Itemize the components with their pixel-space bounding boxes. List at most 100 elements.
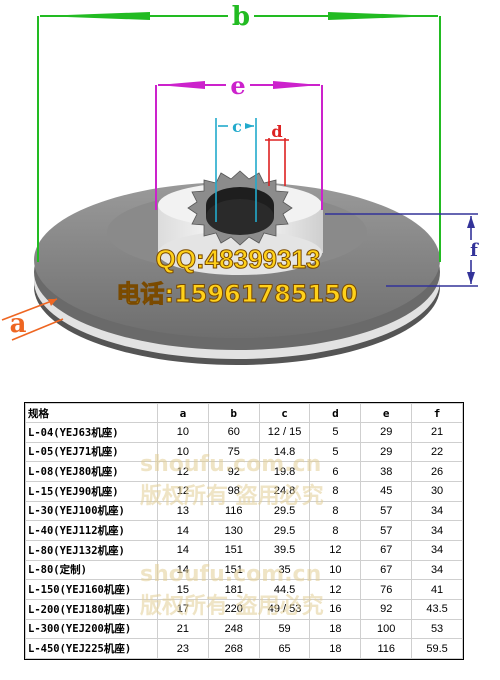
cell-model: L-40(YEJ112机座) xyxy=(25,520,158,541)
cell-a: 10 xyxy=(157,422,209,443)
cell-model: L-450(YEJ225机座) xyxy=(25,638,158,659)
cell-a: 12 xyxy=(157,480,209,502)
cell-a: 23 xyxy=(157,638,209,659)
dimension-a xyxy=(1,298,64,341)
splined-hub xyxy=(158,170,323,275)
cell-f: 30 xyxy=(411,480,463,502)
header-c: c xyxy=(258,403,311,423)
dimension-e-label: e xyxy=(230,71,245,100)
cell-d: 8 xyxy=(309,500,362,522)
cell-c: 49 / 53 xyxy=(258,598,311,620)
cell-e: 57 xyxy=(360,500,413,522)
cell-c: 35 xyxy=(258,559,311,581)
dimension-f-label: f xyxy=(470,240,479,261)
dimension-c xyxy=(215,118,257,222)
cell-a: 15 xyxy=(157,579,209,600)
cell-b: 116 xyxy=(207,500,260,522)
cell-a: 12 xyxy=(157,461,209,482)
cell-a: 13 xyxy=(157,500,209,522)
cell-a: 17 xyxy=(157,598,209,620)
cell-e: 29 xyxy=(360,422,413,443)
cell-d: 12 xyxy=(309,579,362,600)
cell-e: 45 xyxy=(360,480,413,502)
cell-model: L-200(YEJ180机座) xyxy=(25,598,158,620)
cell-c: 59 xyxy=(258,618,311,640)
cell-c: 44.5 xyxy=(258,579,311,600)
cell-model: L-80(YEJ132机座) xyxy=(25,539,158,561)
cell-b: 220 xyxy=(207,598,260,620)
cell-a: 21 xyxy=(157,618,209,640)
dimension-f xyxy=(325,213,478,287)
dimension-a-label: a xyxy=(10,309,27,339)
cell-f: 34 xyxy=(411,500,463,522)
cell-e: 67 xyxy=(360,539,413,561)
cell-c: 19.8 xyxy=(258,461,311,482)
cell-e: 67 xyxy=(360,559,413,581)
cell-b: 268 xyxy=(207,638,260,659)
cell-c: 29.5 xyxy=(258,520,311,541)
qq-contact: QQ:48399313 xyxy=(156,244,321,274)
cell-c: 24.8 xyxy=(258,480,311,502)
cell-e: 76 xyxy=(360,579,413,600)
cell-model: L-80(定制) xyxy=(25,559,158,581)
cell-f: 34 xyxy=(411,559,463,581)
cell-model: L-30(YEJ100机座) xyxy=(25,500,158,522)
dimension-b-label: b xyxy=(232,2,250,32)
header-f: f xyxy=(411,403,463,423)
cell-d: 18 xyxy=(309,618,362,640)
cell-b: 151 xyxy=(207,559,260,581)
cell-b: 92 xyxy=(207,461,260,482)
cell-d: 18 xyxy=(309,638,362,659)
dimension-d xyxy=(265,138,289,186)
cell-f: 26 xyxy=(411,461,463,482)
cell-d: 5 xyxy=(309,422,362,443)
cell-e: 100 xyxy=(360,618,413,640)
cell-e: 57 xyxy=(360,520,413,541)
cell-f: 53 xyxy=(411,618,463,640)
cell-b: 248 xyxy=(207,618,260,640)
dimension-c-label: c xyxy=(232,117,242,136)
cell-a: 14 xyxy=(157,520,209,541)
header-e: e xyxy=(360,403,413,423)
header-d: d xyxy=(309,403,362,423)
cell-model: L-15(YEJ90机座) xyxy=(25,480,158,502)
cell-d: 8 xyxy=(309,480,362,502)
cell-c: 29.5 xyxy=(258,500,311,522)
cell-e: 29 xyxy=(360,441,413,463)
cell-e: 38 xyxy=(360,461,413,482)
cell-f: 59.5 xyxy=(411,638,463,659)
brake-disc-diagram: b e c d f a QQ:4839 xyxy=(1,2,479,365)
cell-c: 12 / 15 xyxy=(258,422,311,443)
table-header-row: 规格 a b c d e f xyxy=(25,403,463,423)
cell-a: 10 xyxy=(157,441,209,463)
header-a: a xyxy=(157,403,209,423)
cell-b: 60 xyxy=(207,422,260,443)
cell-f: 43.5 xyxy=(411,598,463,620)
dimension-e xyxy=(155,81,323,210)
cell-d: 6 xyxy=(309,461,362,482)
cell-f: 22 xyxy=(411,441,463,463)
cell-f: 34 xyxy=(411,520,463,541)
cell-f: 34 xyxy=(411,539,463,561)
dimension-d-label: d xyxy=(271,122,282,141)
cell-d: 5 xyxy=(309,441,362,463)
cell-model: L-08(YEJ80机座) xyxy=(25,461,158,482)
cell-e: 92 xyxy=(360,598,413,620)
cell-b: 98 xyxy=(207,480,260,502)
cell-c: 65 xyxy=(258,638,311,659)
cell-b: 181 xyxy=(207,579,260,600)
cell-e: 116 xyxy=(360,638,413,659)
cell-f: 41 xyxy=(411,579,463,600)
